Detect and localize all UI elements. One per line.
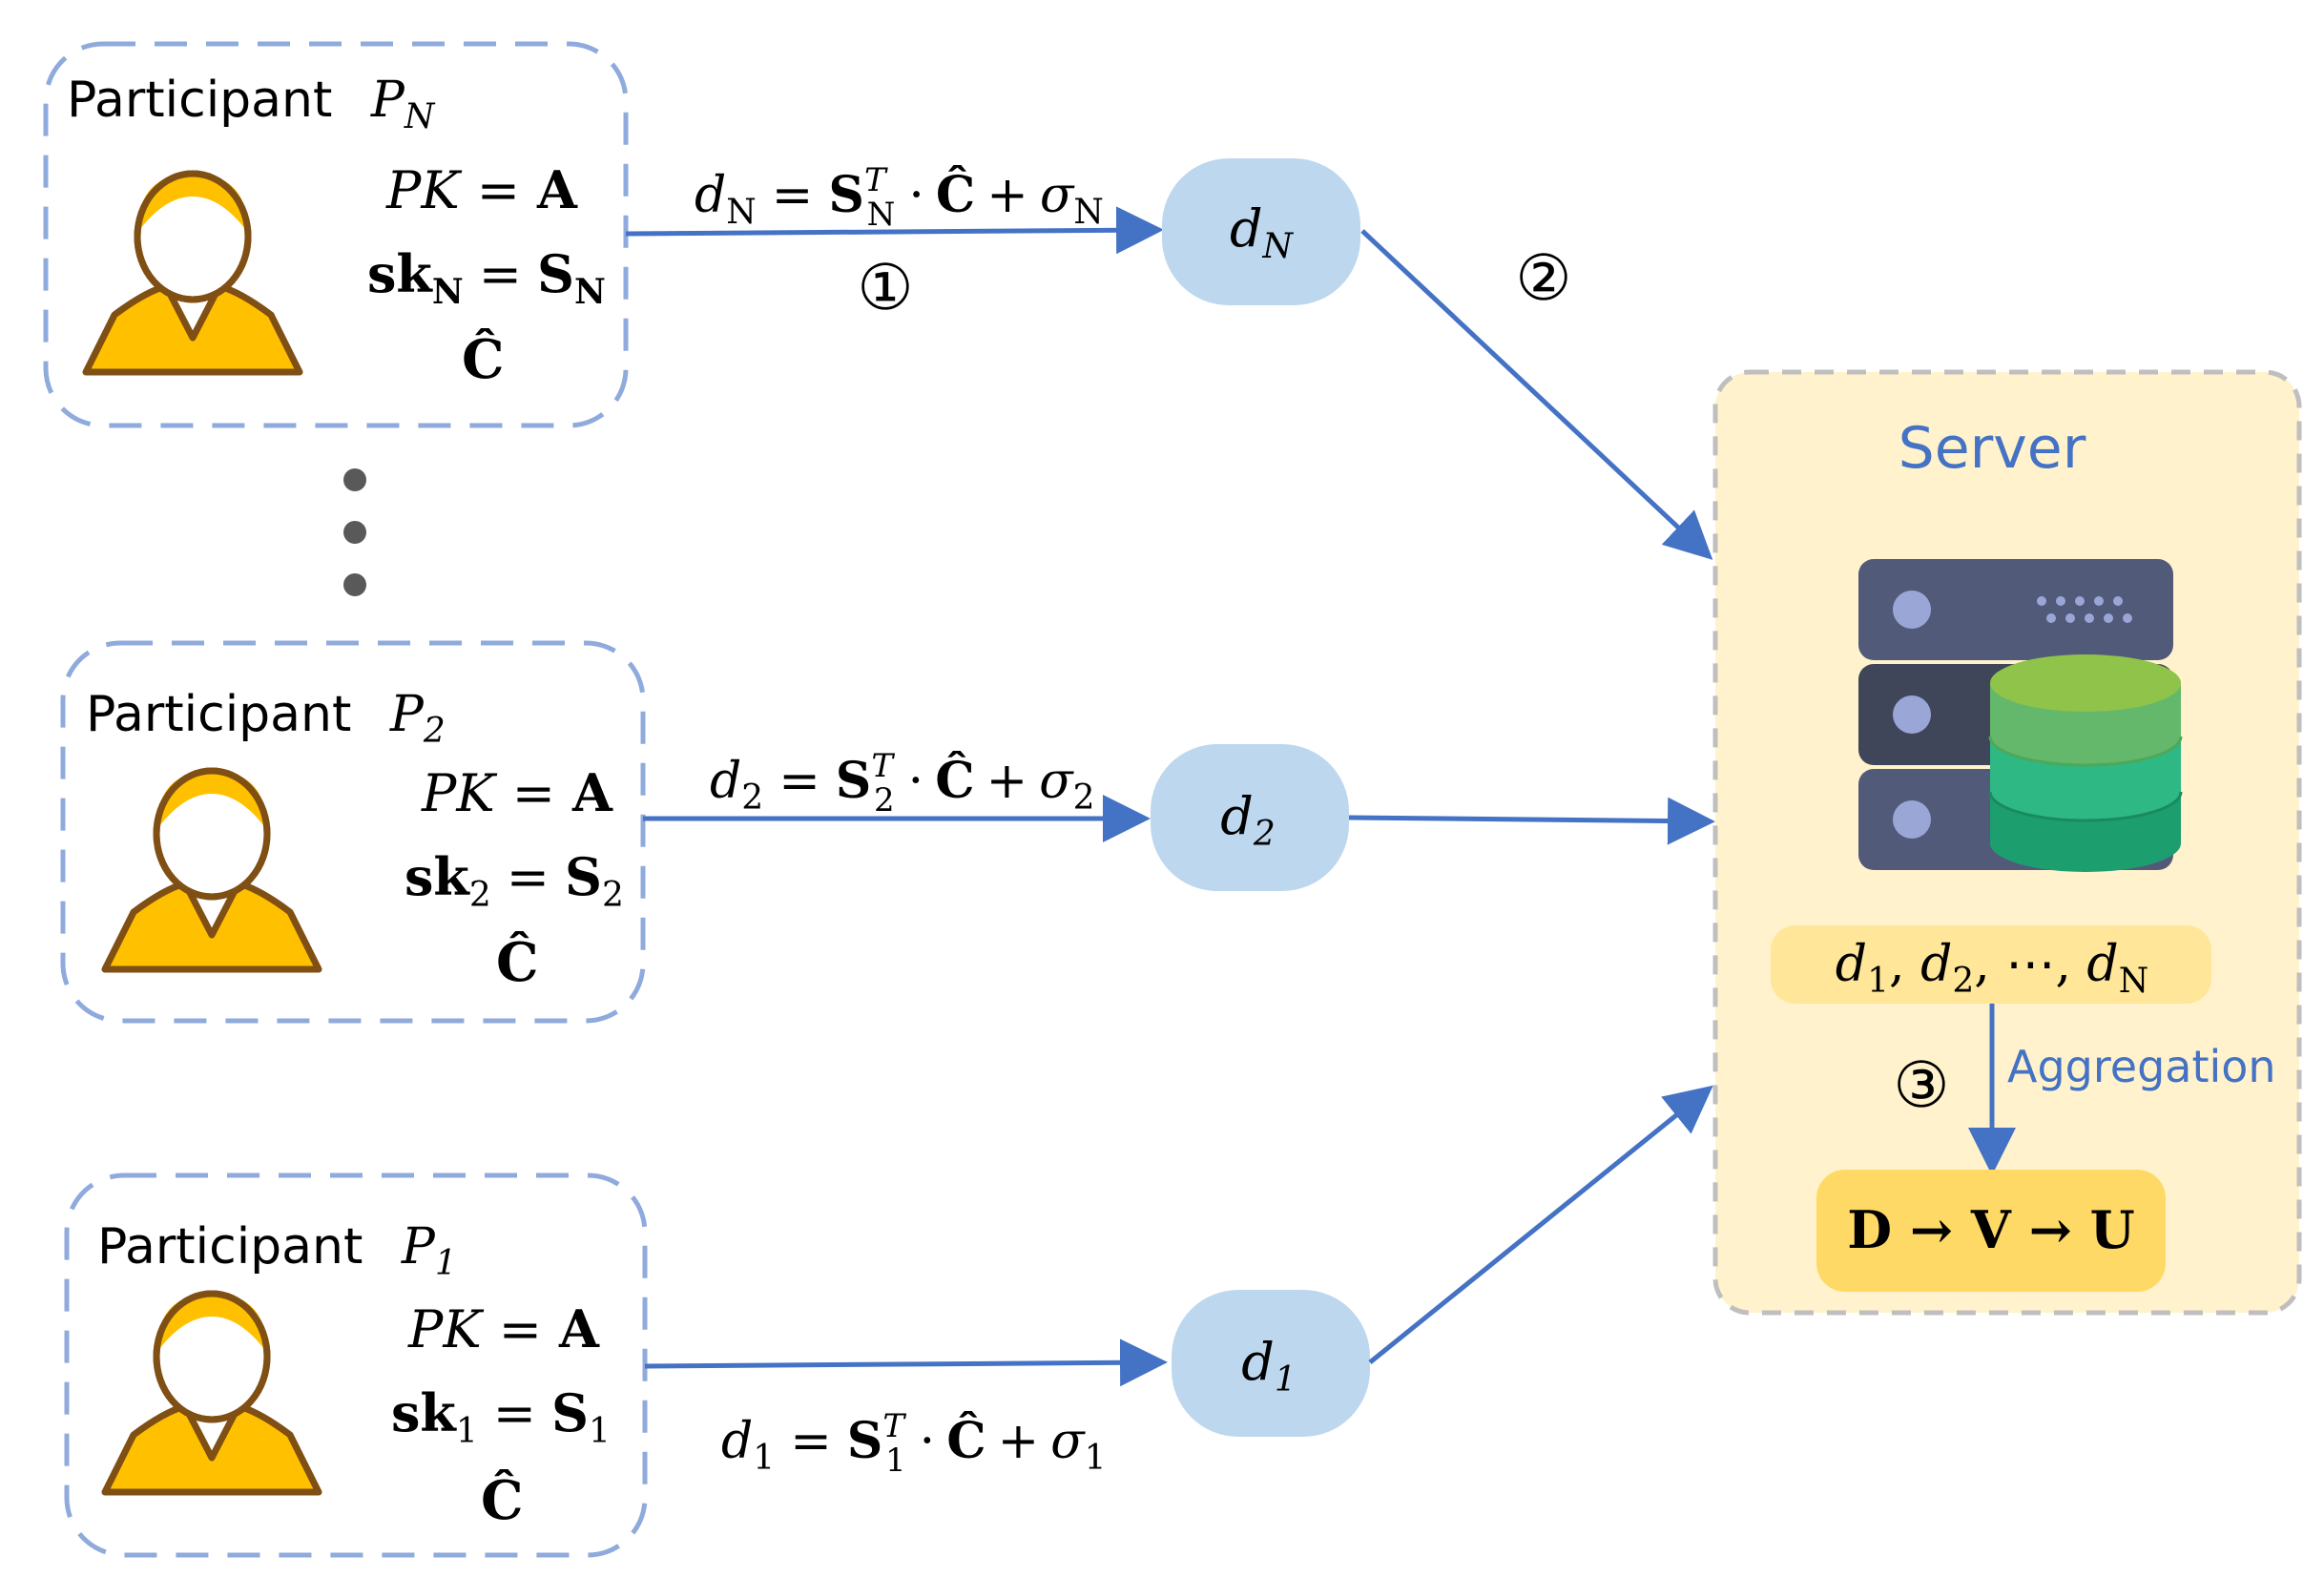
node-d2-label: d2: [1220, 786, 1275, 854]
arrow-p1-to-d1: [644, 1338, 1168, 1387]
participant-n-pk: PK=A: [385, 159, 578, 220]
ellipsis-dot: [343, 521, 366, 544]
participant-n-sk-rhs: S: [537, 243, 574, 304]
result-label: D → V → U: [1847, 1199, 2135, 1260]
participant-2-symbol: P: [389, 686, 425, 743]
server-database-icon: [1858, 559, 2183, 872]
node-d1: d1: [1172, 1290, 1370, 1437]
participant-1-chat: Ĉ: [481, 1469, 524, 1532]
participant-n-title: Participant PN: [67, 72, 436, 136]
participant-2-card: Participant P2 PK=A sk2=S2 Ĉ: [60, 640, 646, 1024]
participant-1-title: Participant P1: [97, 1218, 457, 1283]
participant-1-card: Participant P1 PK=A sk1=S1 Ĉ: [64, 1172, 648, 1558]
user-icon: [105, 771, 319, 969]
arrow-d2-to-server: [1348, 797, 1715, 845]
server-title: Server: [1899, 415, 2086, 482]
node-dn-label: dN: [1230, 198, 1295, 266]
arrow-dn-to-server: [1360, 229, 1713, 560]
ellipsis-dot: [343, 573, 366, 596]
result-box: [1816, 1170, 2166, 1292]
arrow-pn-to-dn: [625, 206, 1164, 255]
server-panel: Server d1, d2, ⋯, dN Ag: [1712, 369, 2302, 1316]
participant-1-title-label: Participant: [97, 1218, 363, 1276]
participant-2-symbol-sub: 2: [423, 712, 446, 751]
collected-values: d1, d2, ⋯, dN: [1836, 936, 2148, 1001]
node-dn: dN: [1162, 158, 1360, 305]
node-d2: d2: [1151, 744, 1349, 891]
participant-2-border: [60, 640, 646, 1024]
participant-2-sk: sk2=S2: [405, 846, 624, 915]
participant-n-symbol-sub: N: [404, 97, 436, 136]
participant-1-symbol: P: [401, 1218, 436, 1276]
equation-dn-lhs: d: [695, 167, 726, 224]
step-two-marker: ②: [1515, 241, 1571, 315]
participant-n-chat: Ĉ: [462, 328, 505, 391]
participant-n-pk-rhs: A: [536, 159, 578, 220]
participant-1-pk: PK=A: [407, 1298, 600, 1359]
participant-n-card: Participant PN PK=A skN=SN Ĉ: [43, 41, 629, 428]
user-icon: [86, 174, 300, 372]
node-d2-shape: [1151, 744, 1349, 891]
participant-2-title-label: Participant: [86, 686, 351, 743]
user-icon: [105, 1294, 319, 1492]
node-dn-shape: [1162, 158, 1360, 305]
participant-n-sk-rhs-sub: N: [574, 272, 606, 312]
ellipsis-dot: [343, 468, 366, 491]
step-one-marker: ①: [857, 251, 913, 324]
participant-n-sk-sub: N: [432, 272, 464, 312]
participant-n-title-label: Participant: [67, 72, 332, 129]
participant-n-sk: skN=SN: [367, 243, 606, 312]
participant-2-title: Participant P2: [86, 686, 446, 751]
participant-n-sk-lhs: sk: [367, 243, 433, 304]
participant-n-border: [43, 41, 629, 428]
step-three-marker: ③: [1893, 1048, 1949, 1122]
participant-n-symbol: P: [370, 72, 405, 129]
aggregation-label: Aggregation: [2007, 1041, 2276, 1092]
participant-1-symbol-sub: 1: [435, 1244, 457, 1283]
participant-n-pk-lhs: PK: [385, 160, 462, 220]
participant-1-sk: sk1=S1: [391, 1382, 611, 1451]
arrow-d1-to-server: [1368, 1085, 1713, 1364]
node-d1-label: d1: [1241, 1332, 1296, 1400]
participant-2-pk: PK=A: [421, 762, 613, 823]
node-d1-shape: [1172, 1290, 1370, 1437]
collected-values-box: [1771, 925, 2211, 1004]
participant-2-chat: Ĉ: [496, 931, 539, 994]
